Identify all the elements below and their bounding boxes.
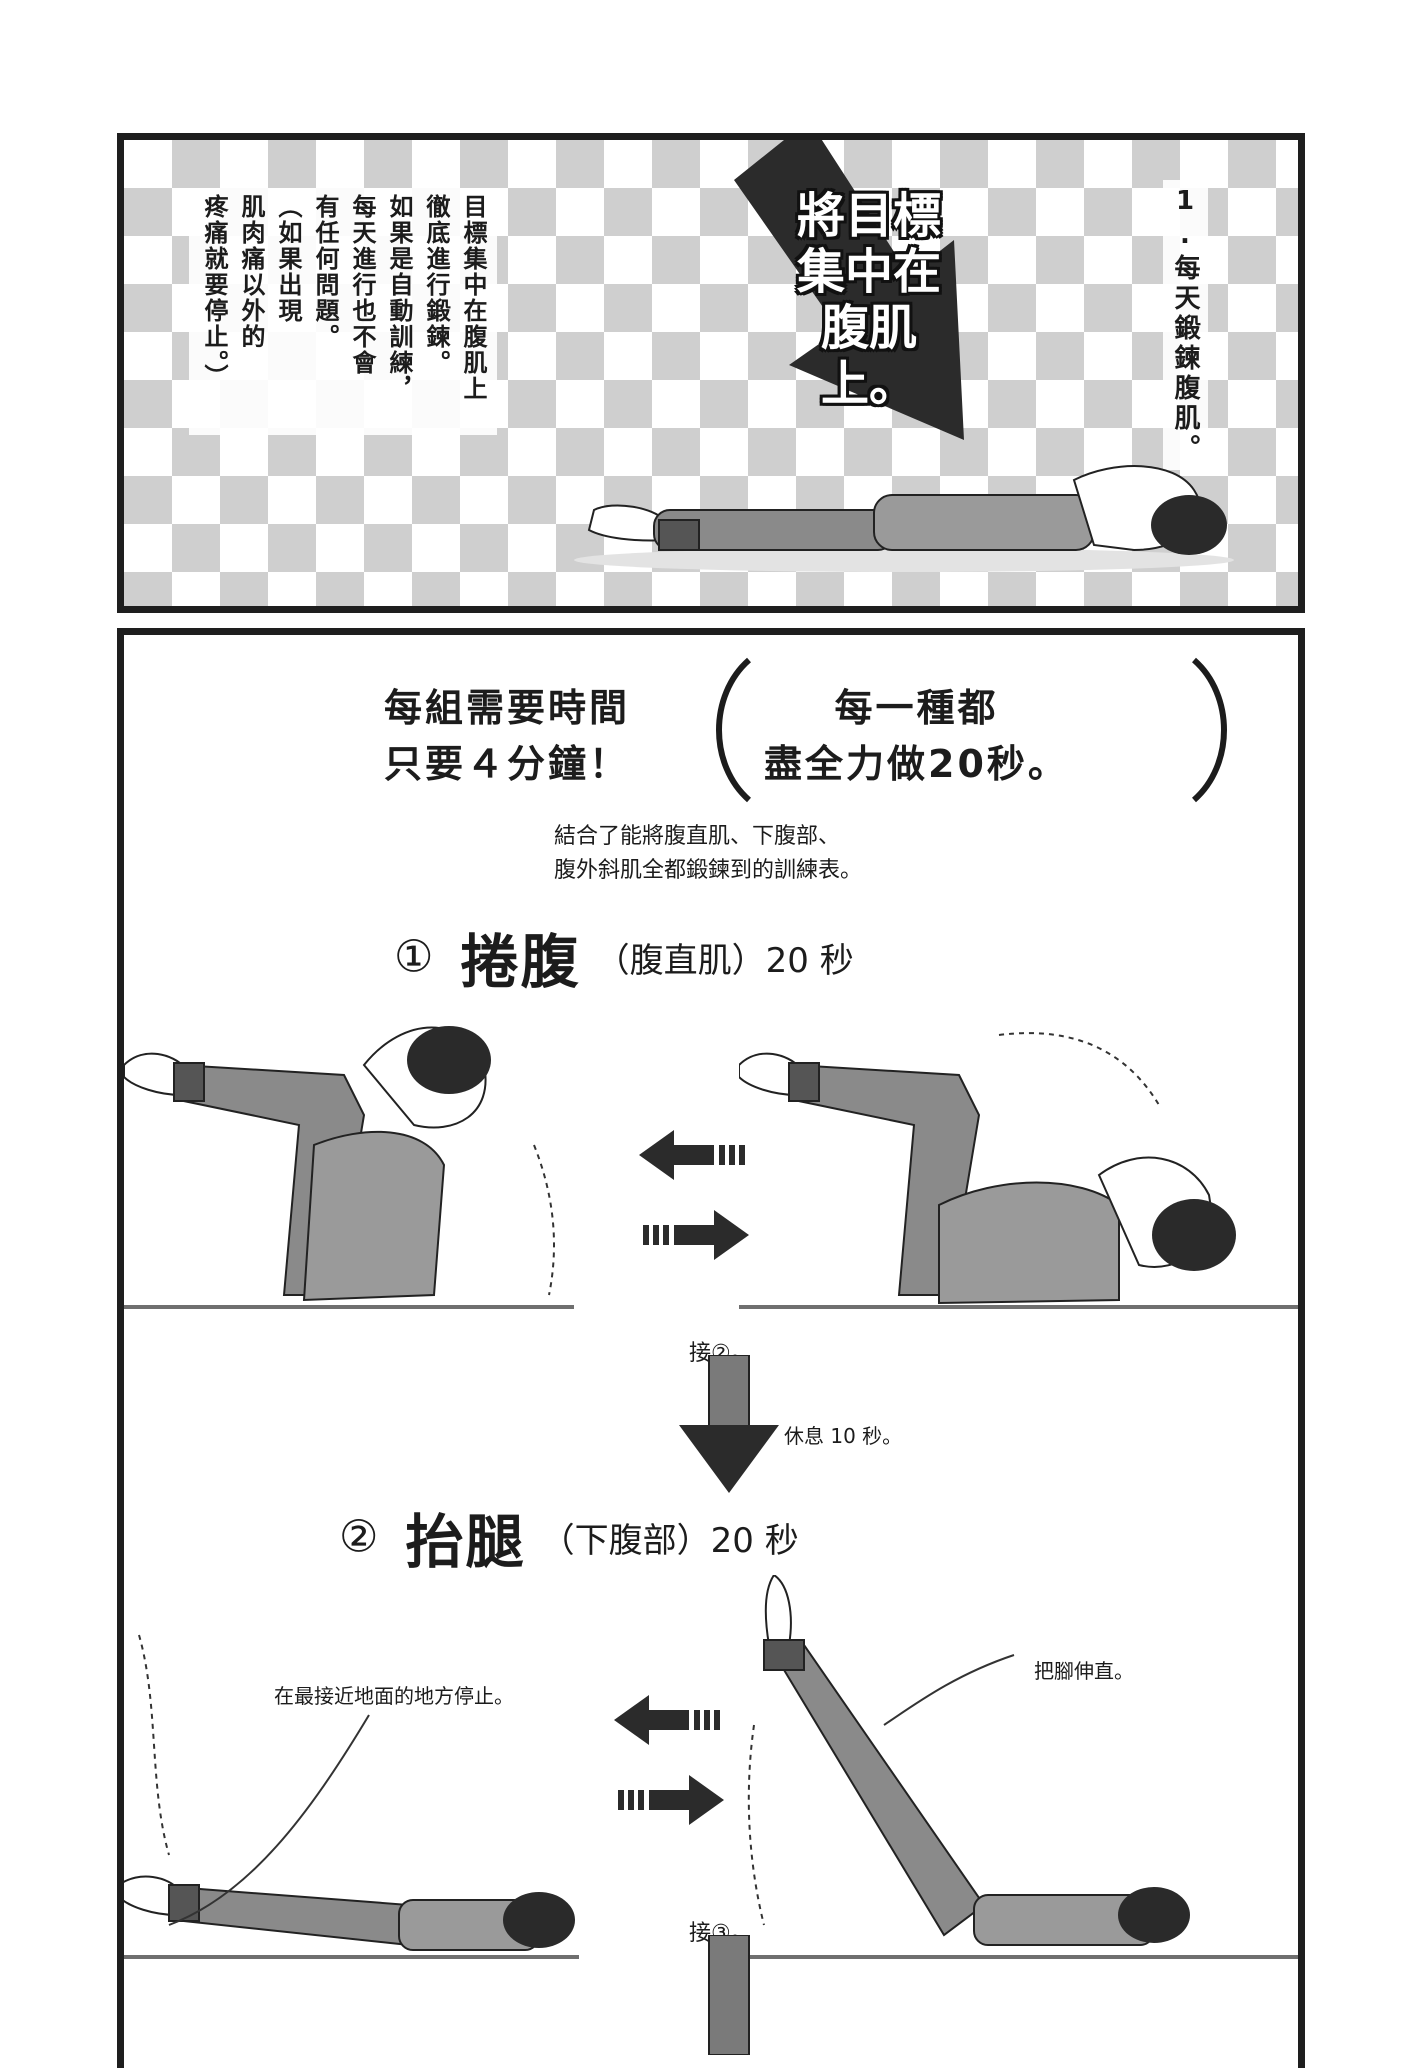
- exercise1-detail: （腹直肌）20 秒: [595, 940, 854, 981]
- rest-label: 休息 10 秒。: [784, 1424, 903, 1448]
- leg-raise-high-figure: [744, 1575, 1298, 1959]
- leg-raise-low-figure: [124, 1634, 579, 1959]
- down-arrow-icon-2: [708, 1935, 750, 2055]
- down-arrow-icon: [679, 1355, 779, 1493]
- exercise2-title: ② 抬腿 （下腹部）20 秒: [339, 1495, 799, 1579]
- header-full-effort: 每一種都 盡全力做20秒。: [764, 686, 1069, 786]
- exercise1-number: ①: [394, 931, 434, 983]
- callout-target-abs: 將目標 集中在 腹肌上。: [796, 188, 941, 412]
- bracket-left-icon: [716, 657, 752, 803]
- panel-training-plan: 每組需要時間 只要４分鐘！ 每一種都 盡全力做20秒。 結合了能將腹直肌、下腹部…: [117, 628, 1305, 2068]
- panel-daily-abs: 將目標 集中在 腹肌上。 1.每天鍛鍊腹肌。 目標集中在腹肌上 徹底進行鍛鍊。 …: [117, 133, 1305, 613]
- exercise2-detail: （下腹部）20 秒: [540, 1520, 799, 1561]
- description: 結合了能將腹直肌、下腹部、 腹外斜肌全都鍛鍊到的訓練表。: [554, 824, 863, 883]
- diagonal-arrow-icon: [734, 140, 964, 440]
- crunch-down-figure: [739, 1032, 1298, 1309]
- exercise2-name: 抬腿: [405, 1508, 526, 1576]
- hint-stop-near-floor: 在最接近地面的地方停止。: [274, 1684, 514, 1708]
- alternate-arrows-icon-2: [614, 1695, 724, 1825]
- bracket-right-icon: [1191, 657, 1227, 803]
- note-vertical: 目標集中在腹肌上 徹底進行鍛鍊。 如果是自動訓練， 每天進行也不會 有任何問題。…: [189, 188, 497, 435]
- crunch-up-figure: [124, 1026, 574, 1309]
- exercise1-title: ① 捲腹 （腹直肌）20 秒: [394, 915, 854, 999]
- lying-figure-illustration: [574, 465, 1234, 572]
- header-time-per-set: 每組需要時間 只要４分鐘！: [384, 686, 631, 786]
- alternate-arrows-icon: [639, 1130, 749, 1260]
- hint-straighten-legs: 把腳伸直。: [1034, 1659, 1134, 1683]
- section-title-vertical: 1.每天鍛鍊腹肌。: [1163, 180, 1208, 470]
- exercise1-name: 捲腹: [460, 928, 581, 996]
- exercise2-number: ②: [339, 1511, 379, 1563]
